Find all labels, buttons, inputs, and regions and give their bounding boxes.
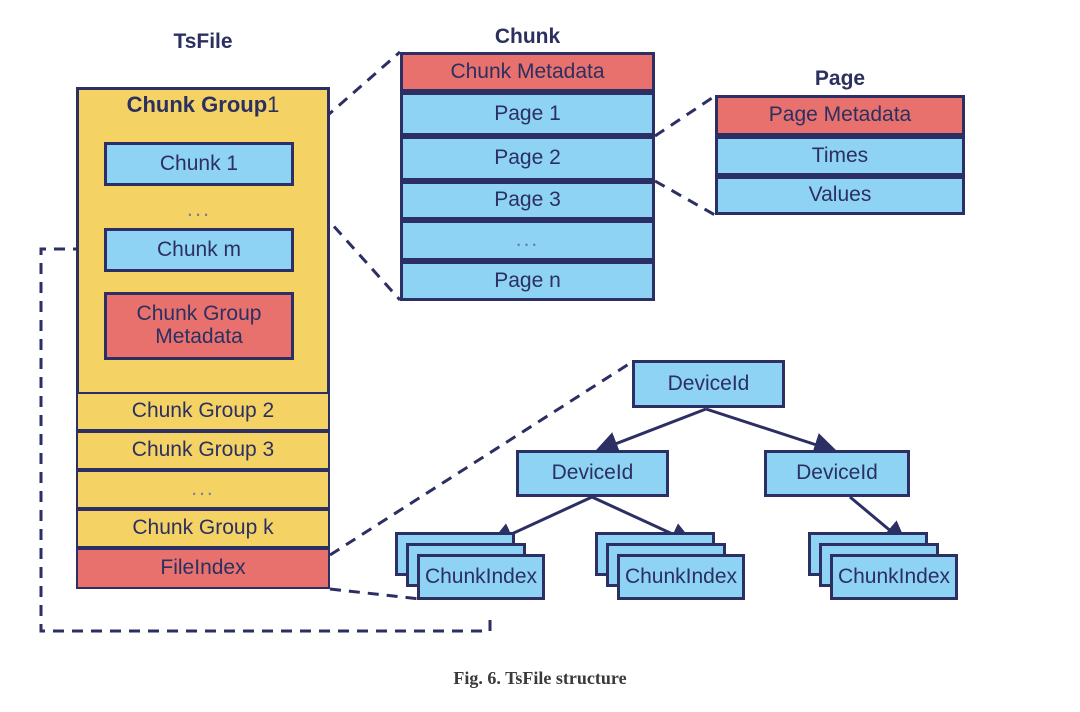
chunk-index-label-right: ChunkIndex (830, 554, 958, 600)
chunk-metadata-row[interactable]: Chunk Metadata (400, 52, 655, 92)
page-metadata-row[interactable]: Page Metadata (715, 95, 965, 136)
chunk-list-ellipsis: ... (186, 196, 212, 221)
device-id-right[interactable]: DeviceId (764, 450, 910, 497)
chunk-index-stack-right[interactable]: ChunkIndex (808, 532, 958, 622)
chunk-group-k-row[interactable]: Chunk Group k (76, 509, 330, 548)
chunk-group-2-row[interactable]: Chunk Group 2 (76, 392, 330, 431)
chunk-group-1-label-bold: Chunk Group (126, 92, 268, 117)
chunk-group-metadata-box[interactable]: Chunk Group Metadata (104, 292, 294, 360)
page-ellipsis-row: ... (400, 220, 655, 261)
chunk-m-box[interactable]: Chunk m (104, 228, 294, 272)
page-3-row[interactable]: Page 3 (400, 181, 655, 220)
chunk-group-ellipsis-row: ... (76, 470, 330, 509)
chunk-group-3-row[interactable]: Chunk Group 3 (76, 431, 330, 470)
chunk-1-box[interactable]: Chunk 1 (104, 142, 294, 186)
device-id-left[interactable]: DeviceId (516, 450, 669, 497)
tsfile-title: TsFile (173, 30, 233, 53)
chunk-index-stack-left[interactable]: ChunkIndex (395, 532, 545, 622)
page-times-row[interactable]: Times (715, 136, 965, 176)
chunk-index-stack-middle[interactable]: ChunkIndex (595, 532, 745, 622)
chunk-group-1-index: 1 (267, 92, 280, 117)
chunk-index-label-left: ChunkIndex (417, 554, 545, 600)
page-n-row[interactable]: Page n (400, 261, 655, 301)
device-id-root[interactable]: DeviceId (632, 360, 785, 408)
chunk-title: Chunk (494, 25, 561, 48)
page-title: Page (814, 67, 866, 90)
fileindex-row[interactable]: FileIndex (76, 548, 330, 589)
chunk-group-1-label: Chunk Group1 (76, 92, 330, 118)
page-1-row[interactable]: Page 1 (400, 92, 655, 136)
page-2-row[interactable]: Page 2 (400, 136, 655, 181)
chunk-index-label-middle: ChunkIndex (617, 554, 745, 600)
connector-chunk-to-page (654, 94, 716, 217)
page-values-row[interactable]: Values (715, 176, 965, 215)
figure-caption: Fig. 6. TsFile structure (453, 668, 627, 688)
